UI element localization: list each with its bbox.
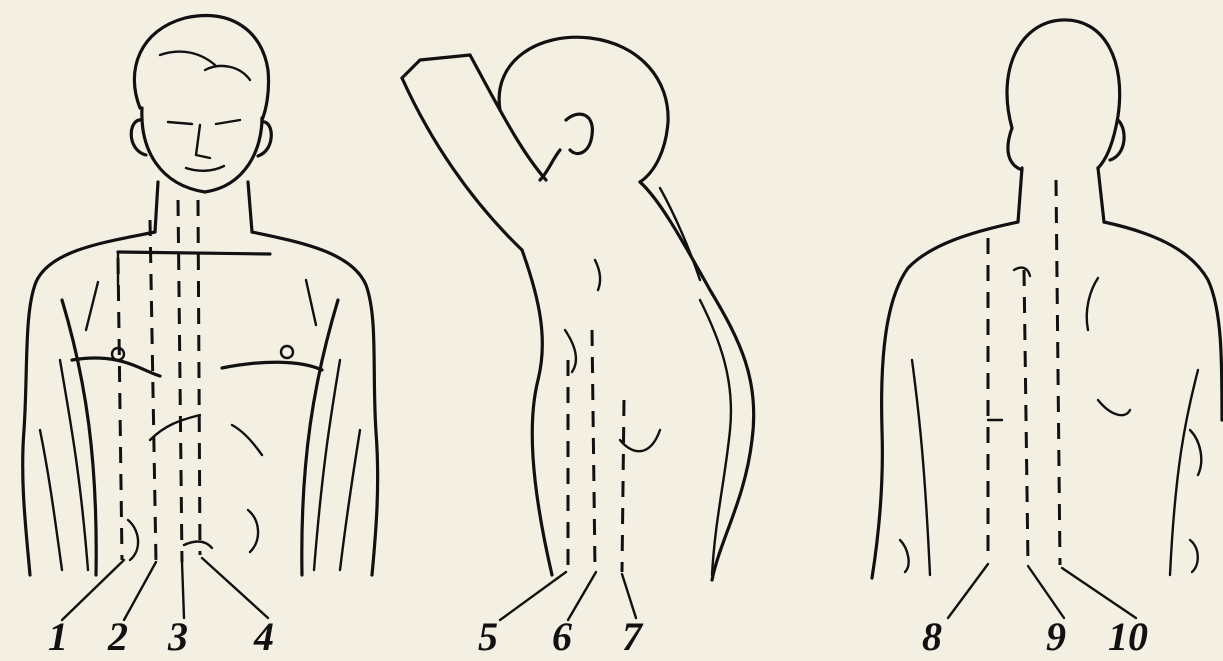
label-9: 9 xyxy=(1046,614,1066,659)
label-1: 1 xyxy=(48,614,68,659)
side-view-labels: 5 6 7 xyxy=(478,614,644,659)
side-view-leaders xyxy=(500,572,636,620)
front-view-labels: 1 2 3 4 xyxy=(48,614,274,659)
label-10: 10 xyxy=(1108,614,1148,659)
front-view-figure xyxy=(23,16,378,575)
front-view-leaders xyxy=(62,558,268,620)
back-view-leaders xyxy=(948,564,1136,618)
label-5: 5 xyxy=(478,614,498,659)
label-4: 4 xyxy=(253,614,274,659)
back-view-figure xyxy=(872,20,1222,578)
label-2: 2 xyxy=(107,614,128,659)
side-view-figure xyxy=(402,37,754,580)
label-3: 3 xyxy=(167,614,188,659)
label-7: 7 xyxy=(622,614,644,659)
label-6: 6 xyxy=(552,614,572,659)
label-8: 8 xyxy=(922,614,942,659)
back-view-labels: 8 9 10 xyxy=(922,614,1148,659)
